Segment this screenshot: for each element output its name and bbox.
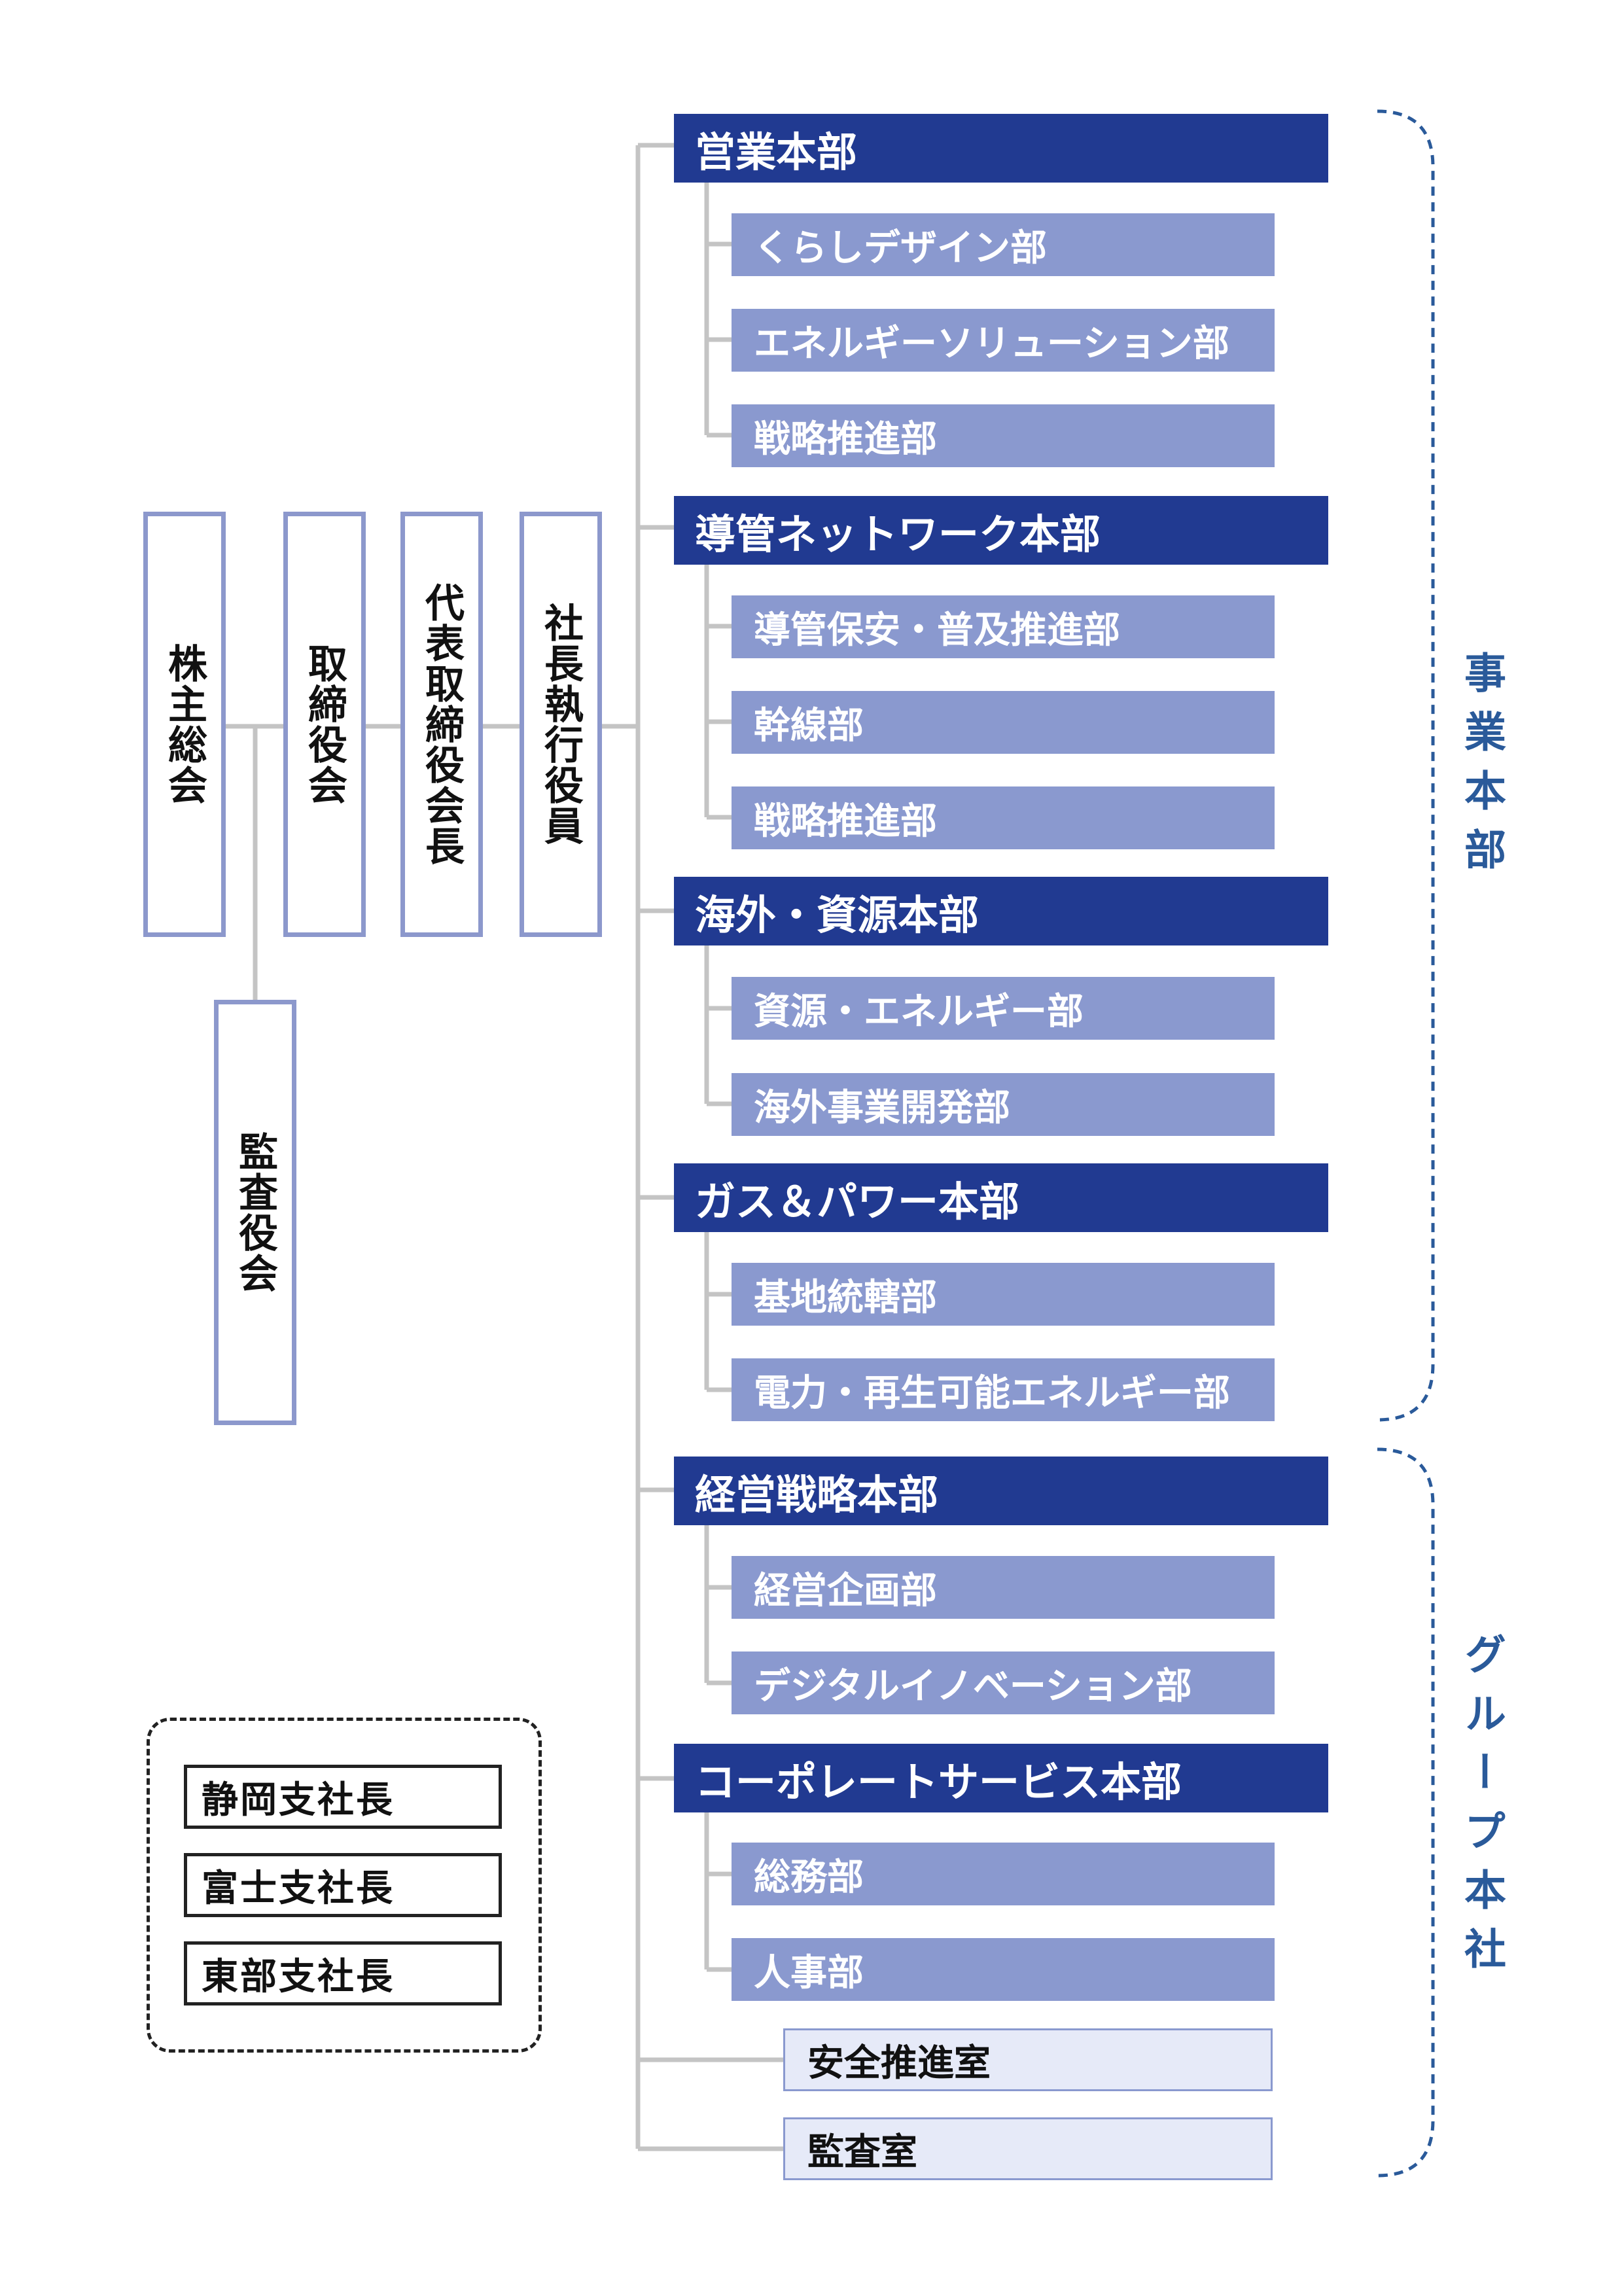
- bracket-business: [1377, 109, 1435, 1422]
- department-item: 人事部: [732, 1938, 1275, 2001]
- department-item: 資源・エネルギー部: [732, 977, 1275, 1040]
- department-item: 戦略推進部: [732, 404, 1275, 467]
- branch-office-shizuoka: 静岡支社長: [184, 1765, 502, 1829]
- group-headquarters-label: グループ本社: [1457, 1633, 1506, 1986]
- shareholders-meeting-box: 株主総会: [143, 512, 226, 937]
- department-item: 戦略推進部: [732, 786, 1275, 849]
- audit-board-label: 監査役会: [232, 1131, 278, 1294]
- chairman-box: 代表取締役会長: [400, 512, 483, 937]
- division-header: 営業本部: [674, 114, 1328, 183]
- board-of-directors-label: 取締役会: [301, 643, 347, 805]
- division-header: コーポレートサービス本部: [674, 1744, 1328, 1812]
- business-division-label: 事業本部: [1457, 651, 1506, 887]
- branch-office-fuji: 富士支社長: [184, 1853, 502, 1917]
- division-header: 導管ネットワーク本部: [674, 496, 1328, 565]
- department-item: 電力・再生可能エネルギー部: [732, 1358, 1275, 1421]
- chairman-label: 代表取締役会長: [418, 582, 465, 866]
- shareholders-meeting-label: 株主総会: [161, 643, 207, 805]
- department-item: 幹線部: [732, 691, 1275, 754]
- branch-office-tobu: 東部支社長: [184, 1941, 502, 2005]
- internal-audit-office: 監査室: [783, 2117, 1273, 2180]
- bracket-group: [1377, 1447, 1435, 2178]
- audit-board-box: 監査役会: [214, 1000, 296, 1425]
- president-label: 社長執行役員: [537, 603, 584, 846]
- division-header: 経営戦略本部: [674, 1457, 1328, 1525]
- president-box: 社長執行役員: [520, 512, 602, 937]
- board-of-directors-box: 取締役会: [283, 512, 366, 937]
- department-item: デジタルイノベーション部: [732, 1651, 1275, 1714]
- division-header: 海外・資源本部: [674, 877, 1328, 945]
- department-item: 経営企画部: [732, 1556, 1275, 1619]
- safety-promotion-office: 安全推進室: [783, 2028, 1273, 2091]
- department-item: くらしデザイン部: [732, 213, 1275, 276]
- department-item: 導管保安・普及推進部: [732, 595, 1275, 658]
- division-header: ガス＆パワー本部: [674, 1163, 1328, 1232]
- branch-office-group: [147, 1718, 542, 2053]
- department-item: エネルギーソリューション部: [732, 309, 1275, 372]
- department-item: 基地統轄部: [732, 1263, 1275, 1326]
- department-item: 総務部: [732, 1843, 1275, 1905]
- department-item: 海外事業開発部: [732, 1073, 1275, 1136]
